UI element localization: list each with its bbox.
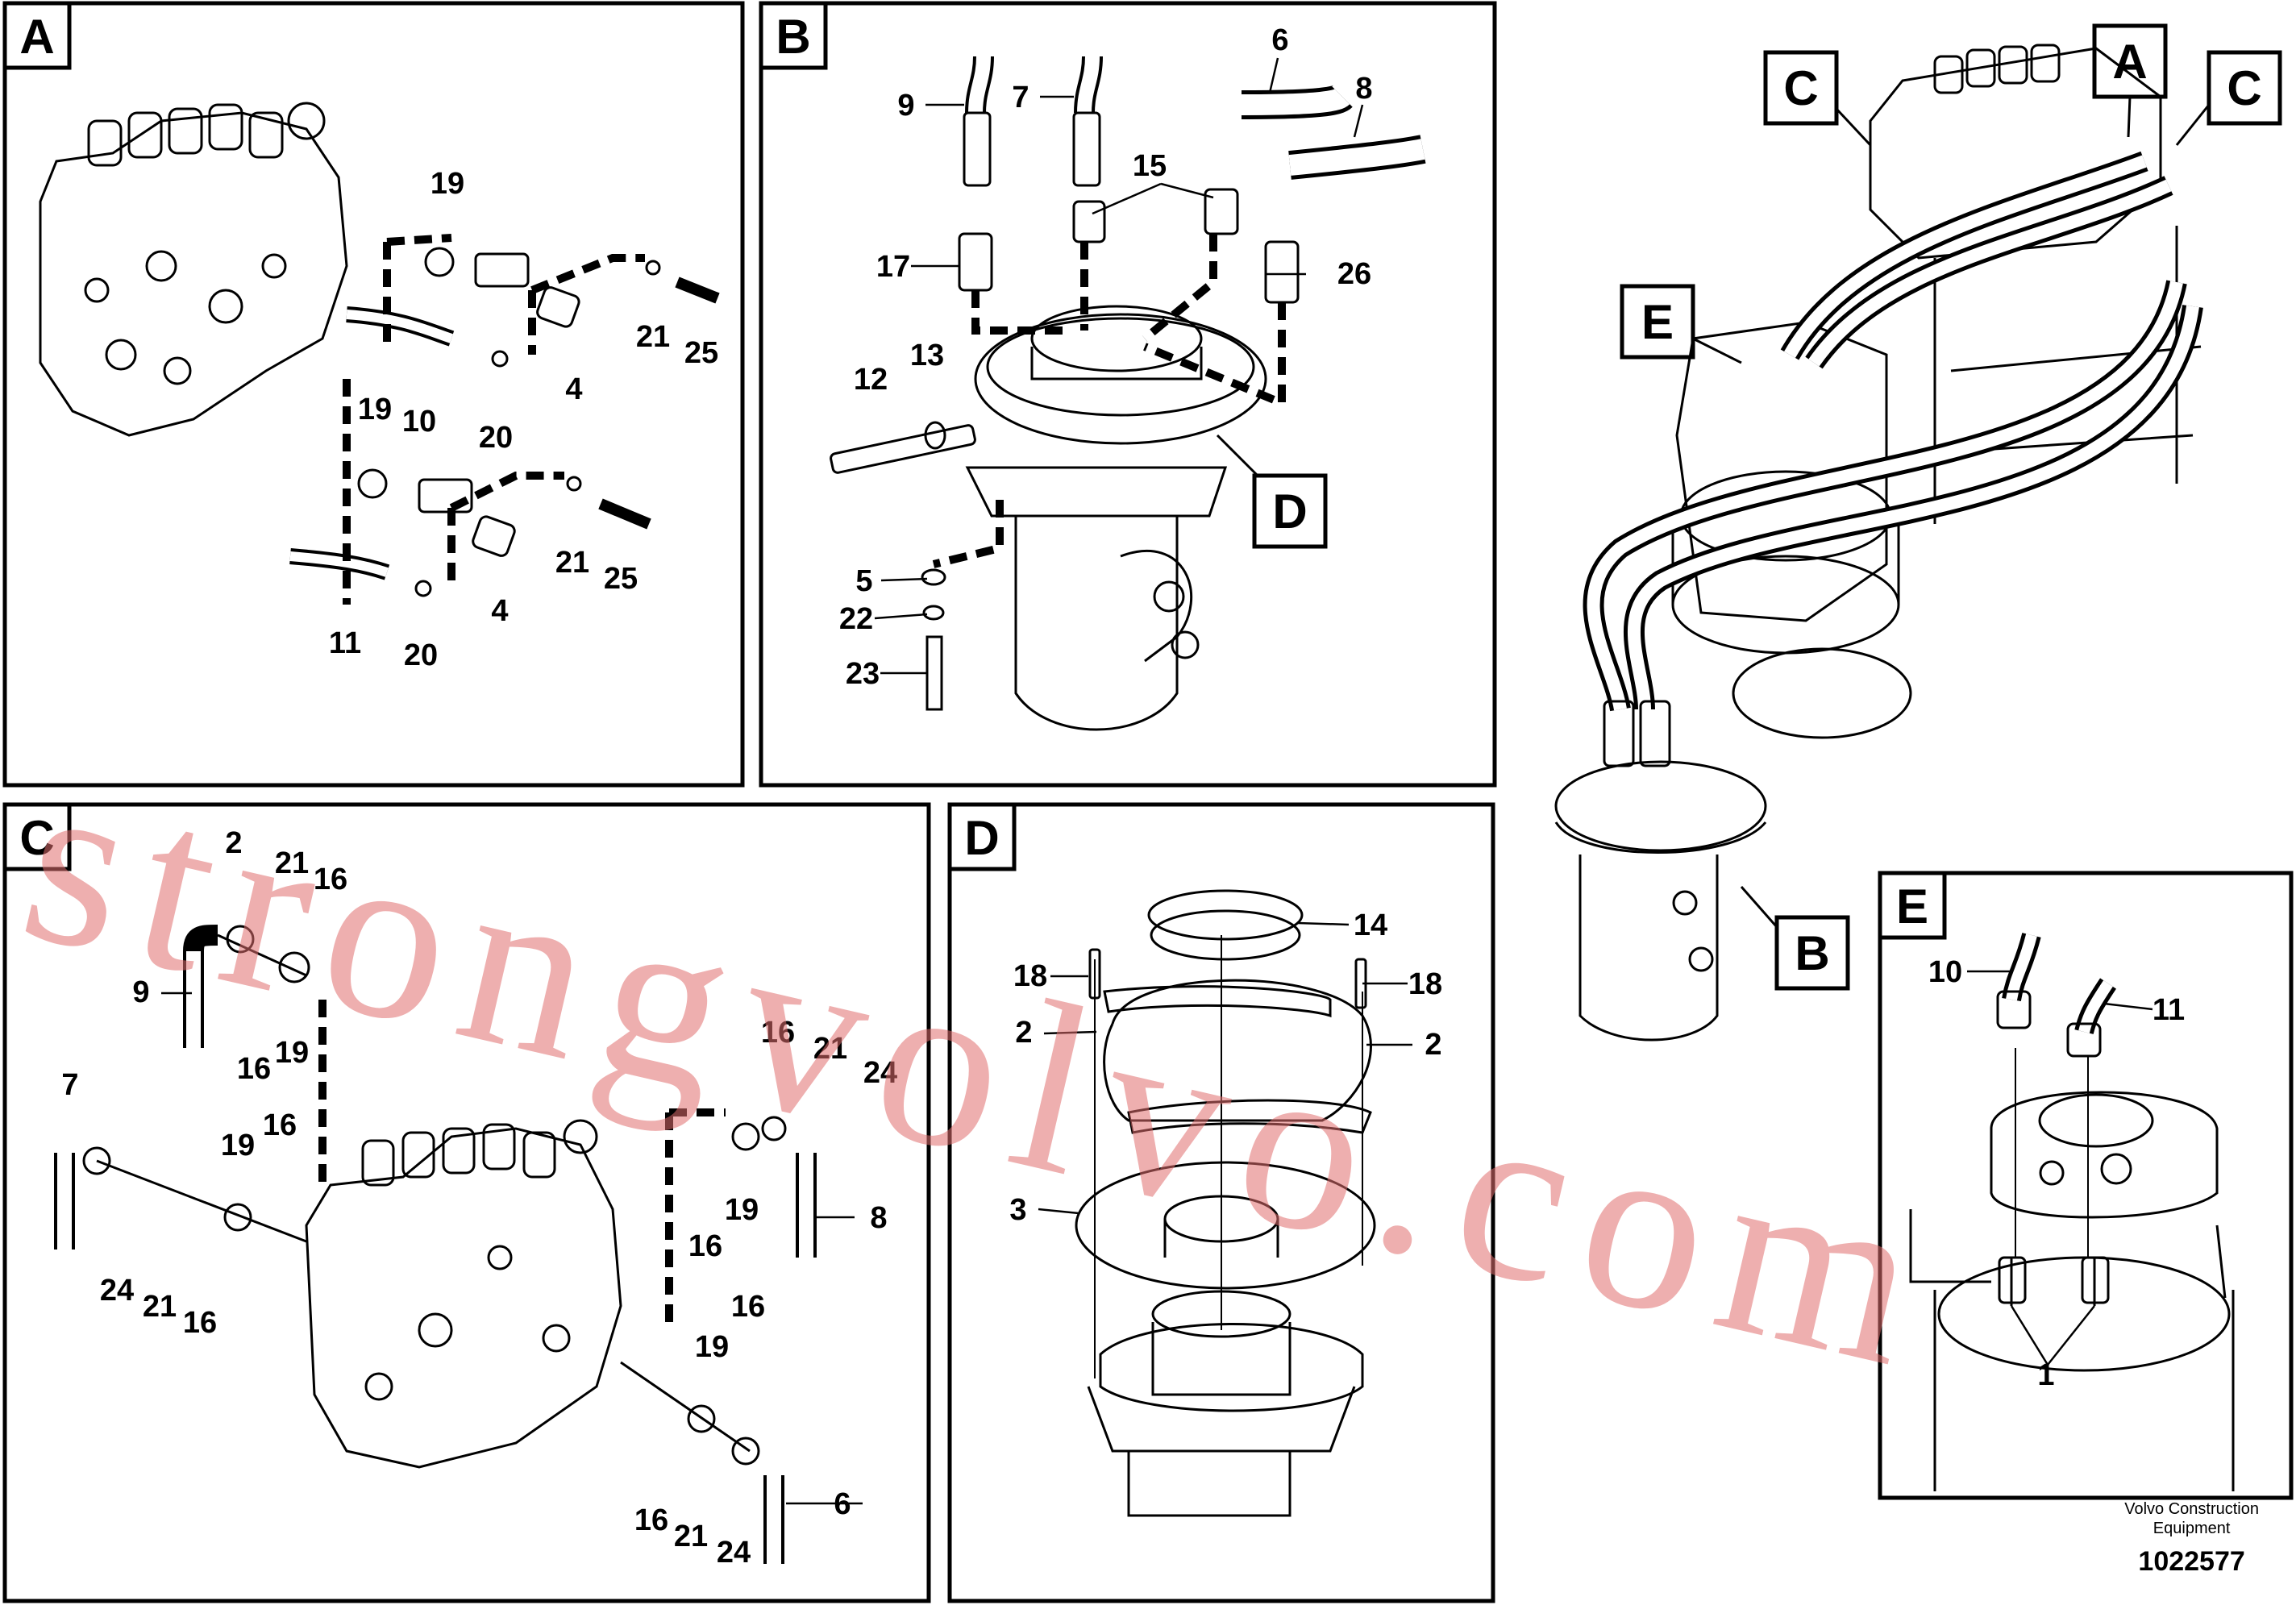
part-label: 19 xyxy=(275,1036,309,1070)
panel-a-labels: 19 21 25 10 20 4 19 21 25 11 20 4 xyxy=(329,167,718,672)
part-label: 21 xyxy=(275,846,309,880)
part-label: 14 xyxy=(1354,909,1387,942)
part-label: 19 xyxy=(221,1129,255,1162)
part-label: 24 xyxy=(100,1274,134,1308)
part-label: 9 xyxy=(897,89,914,123)
part-label: 26 xyxy=(1337,257,1371,291)
part-label: 16 xyxy=(634,1503,668,1537)
panel-a-drawing xyxy=(39,102,720,605)
panel-e-drawing xyxy=(1909,933,2235,1491)
part-label: 13 xyxy=(910,339,944,372)
part-label: 23 xyxy=(846,657,880,691)
part-label: 21 xyxy=(636,320,670,354)
part-label: 16 xyxy=(688,1229,722,1263)
part-label: 3 xyxy=(1009,1193,1026,1227)
overview-callout-c-right: C xyxy=(2227,61,2261,115)
panel-d-drawing xyxy=(1075,889,1376,1517)
panel-e-frame xyxy=(1878,871,2294,1500)
part-label: 4 xyxy=(565,372,582,406)
panel-b-frame xyxy=(759,1,1497,788)
part-label: 25 xyxy=(604,562,638,596)
part-label: 5 xyxy=(855,564,872,598)
footer-brand: Volvo Construction Equipment 1022577 xyxy=(2124,1499,2259,1578)
part-label: 18 xyxy=(1408,967,1442,1001)
part-label: 18 xyxy=(1013,959,1047,993)
part-label: 15 xyxy=(1133,149,1167,183)
panel-e-tag: E xyxy=(1896,879,1928,933)
part-label: 24 xyxy=(863,1056,897,1090)
part-label: 19 xyxy=(725,1193,759,1227)
panel-a-tag: A xyxy=(19,10,54,64)
part-label: 4 xyxy=(491,594,508,628)
part-label: 10 xyxy=(1928,955,1962,989)
part-label: 20 xyxy=(479,421,513,455)
panel-a-frame xyxy=(2,1,745,788)
part-label: 7 xyxy=(61,1068,78,1102)
part-label: 16 xyxy=(237,1052,271,1086)
part-label: 2 xyxy=(225,826,242,860)
part-label: 2 xyxy=(1425,1028,1441,1062)
leader-lines xyxy=(161,57,2153,1505)
part-label: 16 xyxy=(731,1290,765,1324)
part-label: 25 xyxy=(684,336,718,370)
part-label: 21 xyxy=(555,546,589,580)
part-label: 11 xyxy=(2152,993,2185,1027)
part-label: 21 xyxy=(674,1520,708,1553)
part-label: 8 xyxy=(870,1201,887,1235)
part-label: 1 xyxy=(2037,1358,2054,1392)
part-label: 16 xyxy=(761,1016,795,1050)
panel-c-tag: C xyxy=(19,811,54,865)
panel-d-frame xyxy=(947,802,1495,1603)
panel-c-frame xyxy=(2,802,931,1603)
panel-c-labels: 2 21 16 9 16 19 7 19 16 24 21 16 16 21 2… xyxy=(61,826,897,1570)
panel-b-drawing xyxy=(830,56,1426,731)
panel-d-labels: 14 18 18 2 2 3 xyxy=(1009,909,1442,1227)
brand-line-2: Equipment xyxy=(2152,1520,2231,1537)
part-label: 16 xyxy=(183,1306,217,1340)
part-label: 7 xyxy=(1012,81,1029,114)
overview-callout-c-left: C xyxy=(1783,61,1818,115)
part-label: 8 xyxy=(1355,72,1372,106)
panel-b-labels: 9 7 6 8 15 17 26 12 13 5 22 23 xyxy=(839,23,1373,691)
part-label: 20 xyxy=(404,638,438,672)
brand-line-1: Volvo Construction xyxy=(2124,1500,2259,1518)
part-label: 19 xyxy=(695,1330,729,1364)
overview-machine-drawing xyxy=(1554,44,2211,1042)
panel-e-labels: 10 11 1 xyxy=(1928,955,2185,1392)
drawing-code: 1022577 xyxy=(2138,1546,2245,1577)
panel-b-callout-d: D xyxy=(1272,484,1307,538)
part-label: 21 xyxy=(813,1032,847,1066)
part-label: 10 xyxy=(402,405,436,439)
part-label: 6 xyxy=(1271,23,1288,57)
part-label: 21 xyxy=(143,1290,177,1324)
panel-d-tag: D xyxy=(964,811,999,865)
overview-callout-a: A xyxy=(2112,35,2147,89)
part-label: 19 xyxy=(358,393,392,426)
part-label: 11 xyxy=(329,626,361,660)
part-label: 16 xyxy=(314,863,347,896)
part-label: 17 xyxy=(876,250,910,284)
part-label: 12 xyxy=(854,363,888,397)
part-label: 9 xyxy=(132,975,149,1009)
part-label: 24 xyxy=(717,1536,751,1570)
part-label: 22 xyxy=(839,602,873,636)
overview-callout-e: E xyxy=(1641,295,1674,349)
panel-b-tag: B xyxy=(776,10,810,64)
part-label: 19 xyxy=(430,167,464,201)
part-label: 2 xyxy=(1015,1016,1032,1050)
part-label: 16 xyxy=(263,1108,297,1142)
overview-callout-b: B xyxy=(1795,926,1829,980)
panel-c-drawing xyxy=(54,925,817,1564)
